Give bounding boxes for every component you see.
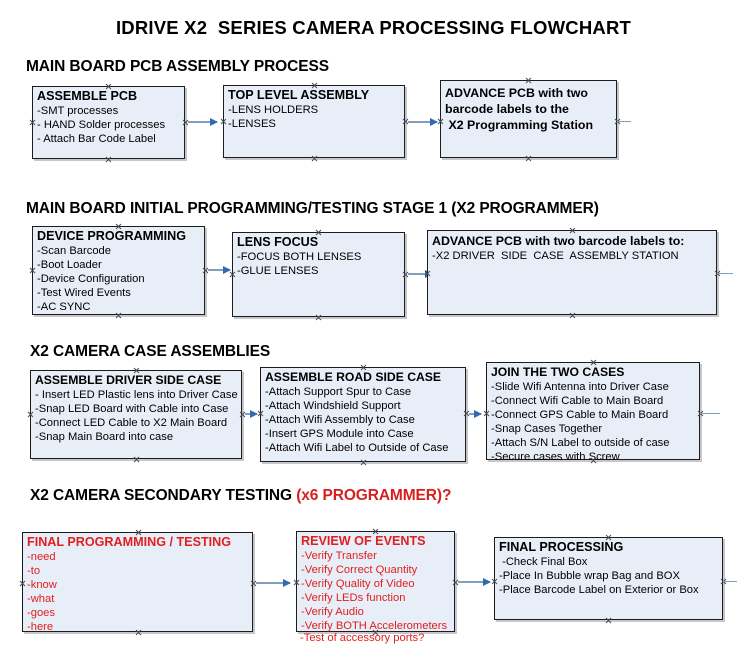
box-line: -here <box>27 621 54 633</box>
box-line: -Verify BOTH Accelerometers <box>301 620 448 632</box>
section-heading-1: MAIN BOARD PCB ASSEMBLY PROCESS <box>26 58 329 75</box>
box-line: -Attach Windshield Support <box>265 400 401 412</box>
box-line: -Test Wired Events <box>37 287 131 299</box>
box-title: REVIEW OF EVENTS <box>301 534 426 548</box>
box-line: -Connect LED Cable to X2 Main Board <box>35 417 228 429</box>
box-line: - Insert LED Plastic lens into Driver Ca… <box>35 389 238 401</box>
box-line: -Attach Support Spur to Case <box>265 386 412 398</box>
flow-box-device-programming[interactable]: DEVICE PROGRAMMING -Scan Barcode -Boot L… <box>32 226 205 315</box>
connector-arrow <box>256 578 291 587</box>
connector-arrow <box>245 409 258 418</box>
box-line: -Snap LED Board with Cable into Case <box>35 403 229 415</box>
box-line: -what <box>27 593 55 605</box>
page-title: IDRIVE X2 SERIES CAMERA PROCESSING FLOWC… <box>115 17 632 38</box>
box-line: -Verify Correct Quantity <box>301 564 418 576</box>
flow-box-final-processing[interactable]: FINAL PROCESSING -Check Final Box -Place… <box>494 537 723 620</box>
flow-box-top-level-assembly[interactable]: TOP LEVEL ASSEMBLY -LENS HOLDERS -LENSES <box>223 85 405 158</box>
connector-stub <box>617 121 631 123</box>
section-heading-4-main: X2 CAMERA SECONDARY TESTING <box>30 487 297 504</box>
box-line: barcode labels to the <box>445 102 569 116</box>
box-line: -Scan Barcode <box>37 245 112 257</box>
box-line: -X2 DRIVER SIDE CASE ASSEMBLY STATION <box>432 250 679 262</box>
box-line: - Attach Bar Code Label <box>37 133 156 145</box>
box-line: -know <box>27 579 57 591</box>
box-line: -Verify Transfer <box>301 550 377 562</box>
box-line: -LENS HOLDERS <box>228 104 319 116</box>
box-line: -LENSES <box>228 118 276 130</box>
box-title: DEVICE PROGRAMMING <box>37 229 187 243</box>
flow-box-advance-pcb-driver-case[interactable]: ADVANCE PCB with two barcode labels to: … <box>427 230 717 315</box>
flow-box-advance-pcb-programming[interactable]: ADVANCE PCB with two barcode labels to t… <box>440 80 617 158</box>
box-line: X2 Programming Station <box>445 118 594 132</box>
box-line: -Connect GPS Cable to Main Board <box>491 409 669 421</box>
box-title: ADVANCE PCB with two barcode labels to: <box>432 234 685 248</box>
connector-arrow <box>469 409 482 418</box>
box-title: FINAL PROCESSING <box>499 540 624 554</box>
box-line: -Verify Audio <box>301 606 364 618</box>
connector-arrow <box>188 117 218 126</box>
connector-stub <box>700 413 720 415</box>
connector-stub <box>717 273 733 275</box>
box-line: - HAND Solder processes <box>37 119 166 131</box>
box-line: -Verify LEDs function <box>301 592 406 604</box>
box-line: -Place Barcode Label on Exterior or Box <box>499 584 699 596</box>
flow-box-lens-focus[interactable]: LENS FOCUS -FOCUS BOTH LENSES -GLUE LENS… <box>232 232 405 317</box>
section-heading-2: MAIN BOARD INITIAL PROGRAMMING/TESTING S… <box>26 200 599 217</box>
flow-box-review-of-events[interactable]: REVIEW OF EVENTS -Verify Transfer -Verif… <box>296 531 455 632</box>
section-heading-4-accent: (x6 PROGRAMMER)? <box>296 487 452 504</box>
box-line: -Snap Main Board into case <box>35 431 174 443</box>
box-line: -to <box>27 565 41 577</box>
box-overflow-line: -Test of accessory ports? <box>300 632 425 644</box>
box-title: FINAL PROGRAMMING / TESTING <box>27 535 232 549</box>
box-title: LENS FOCUS <box>237 235 319 249</box>
box-title: ASSEMBLE PCB <box>37 89 138 103</box>
box-line: -Connect Wifi Cable to Main Board <box>491 395 664 407</box>
box-title: JOIN THE TWO CASES <box>491 365 625 379</box>
box-line: -FOCUS BOTH LENSES <box>237 251 362 263</box>
box-line: -Device Configuration <box>37 273 145 285</box>
box-line: -Attach Wifi Assembly to Case <box>265 414 415 426</box>
flow-box-final-programming-testing[interactable]: FINAL PROGRAMMING / TESTING -need -to -k… <box>22 532 253 633</box>
box-line: -Attach S/N Label to outside of case <box>491 437 670 449</box>
box-title: ASSEMBLE DRIVER SIDE CASE <box>35 373 222 387</box>
box-line: -Verify Quality of Video <box>301 578 415 590</box>
flow-box-assemble-road-side-case[interactable]: ASSEMBLE ROAD SIDE CASE -Attach Support … <box>260 367 466 462</box>
box-line: -Slide Wifi Antenna into Driver Case <box>491 381 669 393</box>
box-line: -Insert GPS Module into Case <box>265 428 414 440</box>
box-title: ASSEMBLE ROAD SIDE CASE <box>265 370 442 384</box>
section-heading-4: X2 CAMERA SECONDARY TESTING (x6 PROGRAMM… <box>30 487 451 505</box>
box-line: -goes <box>27 607 55 619</box>
box-line: -Boot Loader <box>37 259 102 271</box>
box-line: -Attach Wifi Label to Outside of Case <box>265 442 449 454</box>
flow-box-assemble-pcb[interactable]: ASSEMBLE PCB -SMT processes - HAND Solde… <box>32 86 185 159</box>
connector-arrow <box>458 577 491 586</box>
section-heading-3: X2 CAMERA CASE ASSEMBLIES <box>30 343 271 360</box>
flow-box-join-the-two-cases[interactable]: JOIN THE TWO CASES -Slide Wifi Antenna i… <box>486 362 700 463</box>
box-line: -SMT processes <box>37 105 119 117</box>
flow-box-assemble-driver-side-case[interactable]: ASSEMBLE DRIVER SIDE CASE - Insert LED P… <box>30 370 242 459</box>
box-line: -Snap Cases Together <box>491 423 603 435</box>
connector-arrow <box>408 117 438 126</box>
box-title: TOP LEVEL ASSEMBLY <box>228 88 370 102</box>
box-line: -GLUE LENSES <box>237 265 319 277</box>
connector-arrow <box>208 265 231 274</box>
box-line: -Check Final Box <box>499 556 588 568</box>
box-line: -Secure cases with Screw <box>491 451 620 463</box>
box-line: -Place In Bubble wrap Bag and BOX <box>499 570 680 582</box>
box-line: -need <box>27 551 56 563</box>
box-title: ADVANCE PCB with two <box>445 86 588 100</box>
connector-stub <box>723 581 737 583</box>
box-line: -AC SYNC <box>37 301 91 313</box>
